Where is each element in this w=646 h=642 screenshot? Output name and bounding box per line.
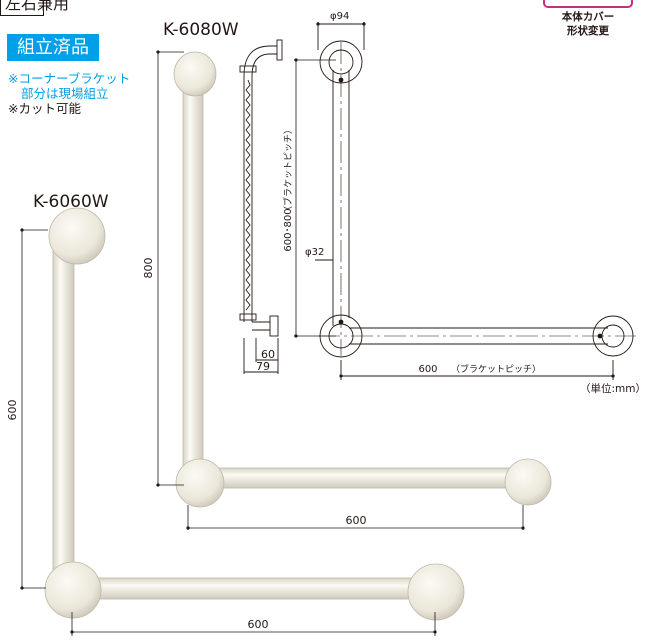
bracket-pitch-horizontal-caption: （ブラケットピッチ） (451, 363, 541, 375)
k6060w-corner-bracket (44, 561, 102, 619)
model-label-k6080w: K-6080W (163, 20, 239, 40)
front-view (315, 22, 636, 380)
k6080w-top-bracket (173, 51, 217, 97)
k6060w-horizontal-pipe (69, 577, 441, 600)
unit-label: （単位:mm） (580, 383, 646, 395)
bracket-pitch-vertical-label: 600･800 (283, 208, 294, 251)
side-view (239, 39, 283, 374)
corner-bracket-note-1: ※コーナーブラケット (8, 71, 131, 86)
k6080w-corner-bracket (175, 458, 225, 508)
assembled-badge: 組立済品 (7, 34, 99, 61)
bracket-pitch-vertical-caption: （ブラケットピッチ） (282, 125, 294, 215)
k6060w-rail (44, 207, 465, 621)
change-notice-frame (543, 0, 633, 8)
k6060w-top-bracket (48, 207, 106, 265)
change-notice-line1: 本体カバー (561, 11, 615, 23)
k6060w-width-label: 600 (248, 618, 269, 631)
bracket-pitch-horizontal-label: 600 (418, 364, 437, 375)
side-projection-60-label: 60 (261, 348, 275, 361)
pipe-diameter-label: φ32 (305, 247, 324, 258)
k6080w-vertical-pipe (182, 81, 204, 483)
k6080w-end-bracket (504, 458, 552, 506)
k6060w-vertical-pipe (52, 239, 75, 586)
change-notice-line2: 形状変更 (567, 25, 609, 37)
k6060w-height-label: 600 (6, 400, 19, 421)
model-label-k6060w: K-6060W (33, 192, 109, 212)
k6080w-height-label: 800 (142, 258, 155, 279)
k6080w-horizontal-pipe (194, 467, 526, 489)
flange-diameter-label: φ94 (330, 11, 349, 22)
corner-bracket-note-2: 部分は現場組立 (21, 86, 109, 101)
k6080w-width-label: 600 (346, 514, 367, 527)
cuttable-note: ※カット可能 (8, 101, 81, 116)
side-projection-79-label: 79 (256, 360, 270, 373)
k6060w-end-bracket (407, 563, 465, 621)
k6080w-rail (173, 51, 552, 508)
